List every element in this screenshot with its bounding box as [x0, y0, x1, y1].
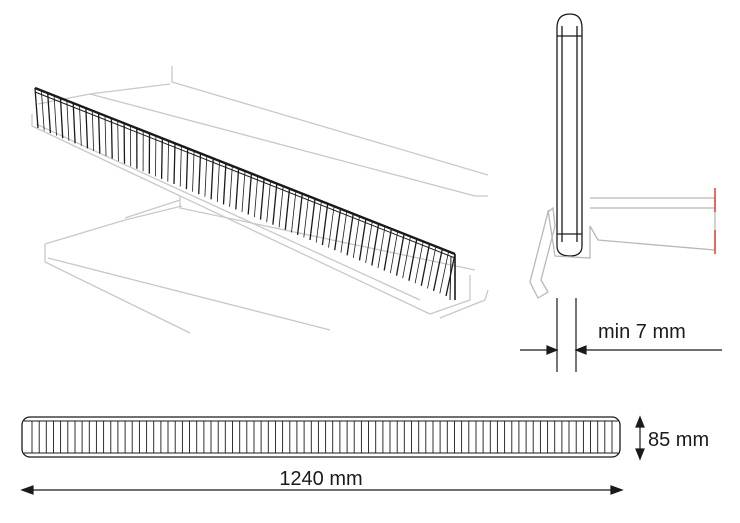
side-view: min 7 mm	[520, 13, 722, 372]
length-dimension	[20, 485, 624, 495]
thickness-dimension	[520, 298, 722, 372]
height-dimension-label: 85 mm	[648, 429, 709, 451]
fence-profile	[556, 13, 583, 257]
thickness-dimension-label: min 7 mm	[598, 321, 686, 343]
front-wires	[31, 421, 613, 453]
lower-shelf	[44, 196, 489, 334]
shelf-fence	[34, 86, 456, 301]
perspective-view	[31, 66, 489, 334]
upper-shelf	[31, 66, 489, 315]
height-dimension	[635, 415, 645, 461]
front-outline	[21, 416, 621, 458]
front-view: 85 mm 1240 mm	[20, 415, 709, 495]
length-dimension-label: 1240 mm	[279, 468, 362, 490]
